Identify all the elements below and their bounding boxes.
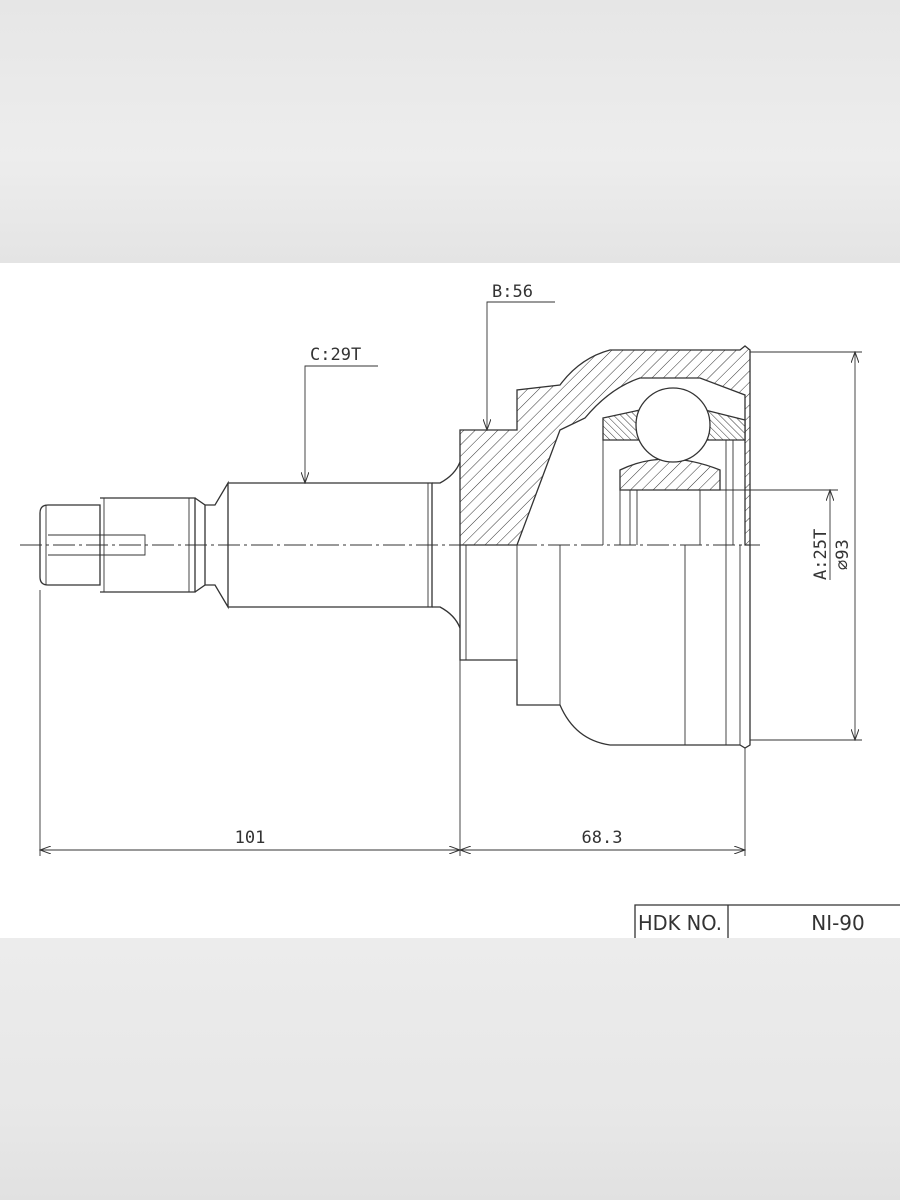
a-spline-label: A:25T [811,529,831,580]
cage-section [602,409,641,441]
title-block: HDK NO. NI-90 [634,904,900,938]
background-bottom [0,938,900,1200]
part-number: NI-90 [811,911,865,935]
callout-b-label: B:56 [492,282,533,302]
hdk-no-label: HDK NO. [638,911,722,935]
diameter-dimension: A:25T ⌀93 [700,352,862,740]
internal-lines [602,440,734,545]
length-dimensions: 101 68.3 [40,590,745,856]
outer-race-section [459,345,751,546]
diameter-label: ⌀93 [833,539,853,570]
dim-68-3: 68.3 [582,828,623,848]
inner-race-section [619,458,721,491]
dim-101: 101 [235,828,266,848]
background-top [0,0,900,263]
lower-outline [459,545,751,749]
callout-c-label: C:29T [310,345,361,365]
callout-b: B:56 [487,282,555,430]
cage-section-right [704,409,746,441]
callout-c: C:29T [305,345,378,483]
ball [635,387,711,463]
